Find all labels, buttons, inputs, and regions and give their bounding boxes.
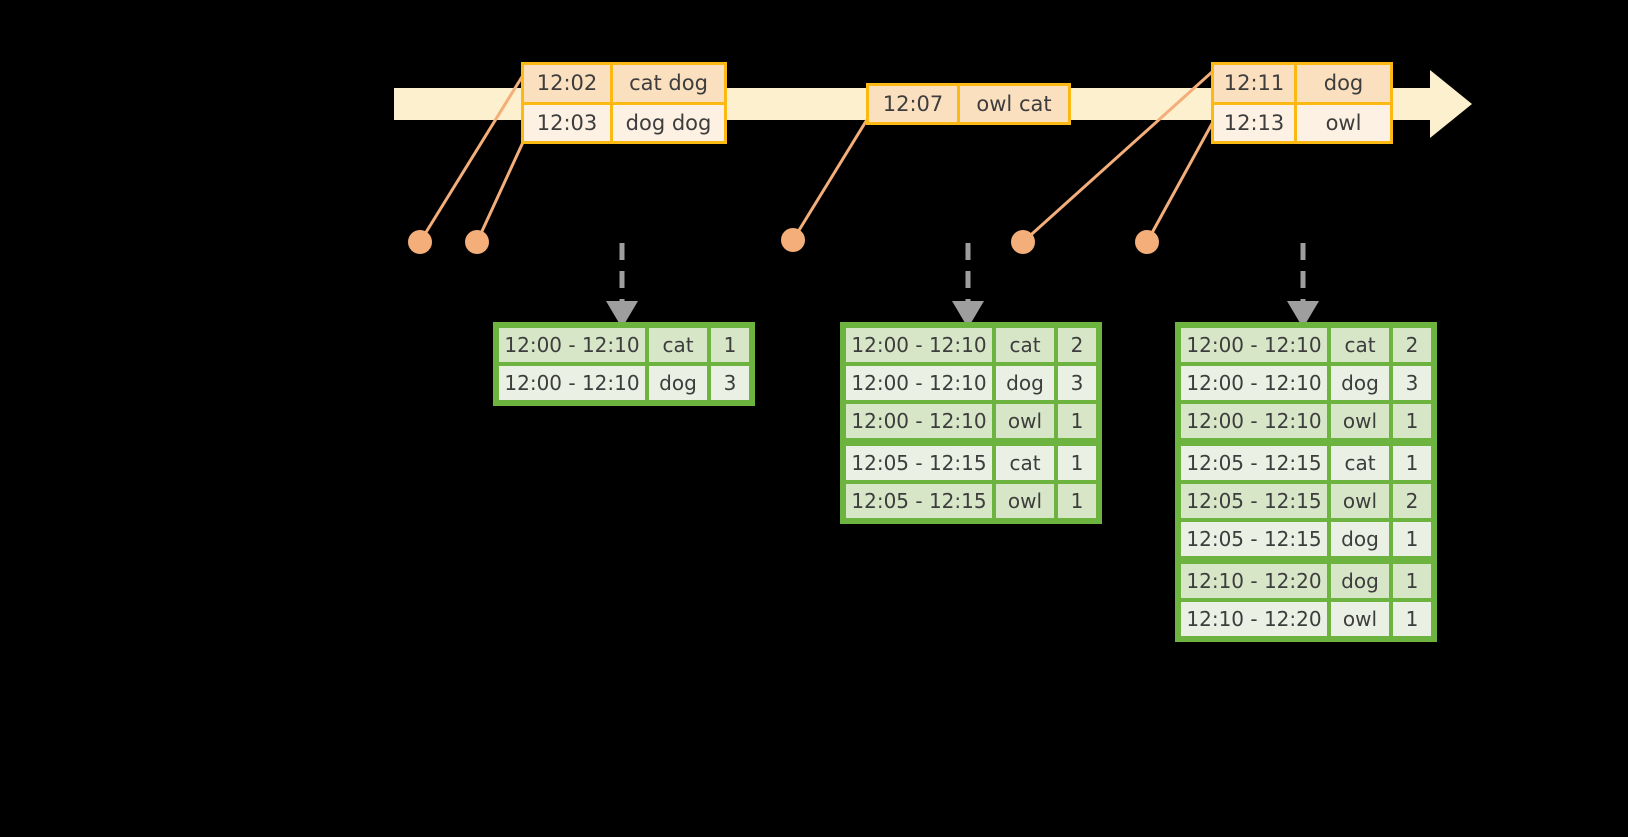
event-value: dog dog [613, 104, 724, 141]
timeline-event-row[interactable]: 12:13 owl [1214, 101, 1390, 141]
timeline-event-group-3[interactable]: 12:11 dog 12:13 owl [1211, 62, 1393, 144]
cell-count: 2 [1391, 326, 1433, 364]
event-value: cat dog [613, 65, 724, 102]
timeline-event-group-2[interactable]: 12:07 owl cat [866, 83, 1071, 125]
cell-word: owl [994, 402, 1056, 440]
cell-word: owl [1329, 600, 1391, 638]
cell-word: cat [994, 444, 1056, 482]
cell-word: cat [1329, 444, 1391, 482]
cell-count: 1 [1391, 444, 1433, 482]
timeline-event-row[interactable]: 12:11 dog [1214, 65, 1390, 102]
cell-count: 1 [709, 326, 751, 364]
cell-count: 1 [1391, 600, 1433, 638]
timeline-event-row[interactable]: 12:02 cat dog [524, 65, 724, 102]
cell-word: dog [1329, 364, 1391, 402]
cell-window: 12:05 - 12:15 [1179, 520, 1329, 558]
cell-count: 1 [1056, 482, 1098, 520]
connector-dot-3 [781, 228, 805, 252]
cell-word: dog [1329, 520, 1391, 558]
connector-dot-5 [1135, 230, 1159, 254]
cell-window: 12:10 - 12:20 [1179, 562, 1329, 600]
cell-count: 3 [1391, 364, 1433, 402]
cell-count: 2 [1391, 482, 1433, 520]
event-time: 12:02 [524, 65, 613, 102]
cell-word: cat [647, 326, 709, 364]
cell-window: 12:05 - 12:15 [844, 482, 994, 520]
cell-window: 12:00 - 12:10 [1179, 364, 1329, 402]
cell-window: 12:05 - 12:15 [1179, 444, 1329, 482]
cell-window: 12:00 - 12:10 [844, 326, 994, 364]
connector-dot-2 [465, 230, 489, 254]
cell-window: 12:10 - 12:20 [1179, 600, 1329, 638]
timeline-event-group-1[interactable]: 12:02 cat dog 12:03 dog dog [521, 62, 727, 144]
cell-word: dog [994, 364, 1056, 402]
event-value: owl [1297, 104, 1390, 141]
cell-window: 12:00 - 12:10 [844, 402, 994, 440]
cell-count: 3 [1056, 364, 1098, 402]
cell-word: cat [1329, 326, 1391, 364]
cell-window: 12:00 - 12:10 [1179, 402, 1329, 440]
cell-word: owl [1329, 482, 1391, 520]
cell-window: 12:00 - 12:10 [1179, 326, 1329, 364]
event-time: 12:11 [1214, 65, 1297, 102]
table-group-separator [1179, 558, 1433, 562]
cell-window: 12:00 - 12:10 [497, 364, 647, 402]
event-value: dog [1297, 65, 1390, 102]
timeline-event-row[interactable]: 12:03 dog dog [524, 101, 724, 141]
table-group-separator [844, 440, 1098, 444]
cell-window: 12:05 - 12:15 [844, 444, 994, 482]
cell-count: 2 [1056, 326, 1098, 364]
cell-window: 12:00 - 12:10 [497, 326, 647, 364]
table-group-separator [1179, 440, 1433, 444]
cell-count: 3 [709, 364, 751, 402]
event-time: 12:07 [869, 86, 960, 122]
cell-window: 12:00 - 12:10 [844, 364, 994, 402]
event-value: owl cat [960, 86, 1068, 122]
cell-word: cat [994, 326, 1056, 364]
cell-count: 1 [1391, 520, 1433, 558]
event-time: 12:03 [524, 104, 613, 141]
timeline-arrowhead [1430, 70, 1472, 138]
cell-word: dog [1329, 562, 1391, 600]
cell-word: owl [1329, 402, 1391, 440]
event-time: 12:13 [1214, 104, 1297, 141]
cell-count: 1 [1056, 444, 1098, 482]
cell-count: 1 [1391, 402, 1433, 440]
cell-window: 12:05 - 12:15 [1179, 482, 1329, 520]
connector-dot-1 [408, 230, 432, 254]
connector-dot-4 [1011, 230, 1035, 254]
cell-count: 1 [1056, 402, 1098, 440]
timeline-event-row[interactable]: 12:07 owl cat [869, 86, 1068, 122]
cell-word: dog [647, 364, 709, 402]
cell-count: 1 [1391, 562, 1433, 600]
cell-word: owl [994, 482, 1056, 520]
